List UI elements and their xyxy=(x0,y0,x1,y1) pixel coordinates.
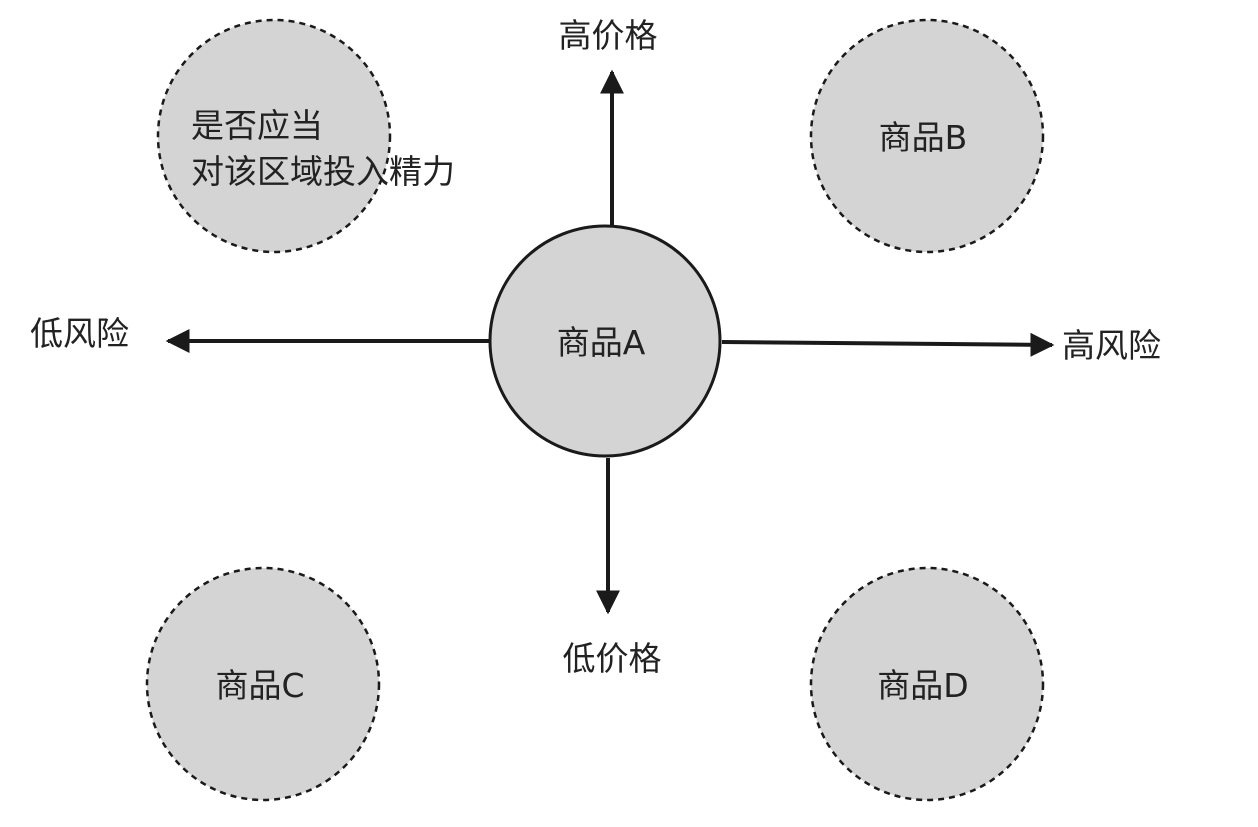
center-label-product-a: 商品A xyxy=(557,323,646,362)
axis-label-high-price: 高价格 xyxy=(559,16,658,55)
axis-label-high-risk: 高风险 xyxy=(1062,326,1161,365)
axis-arrow-right xyxy=(721,332,1055,357)
question-line-1: 是否应当 xyxy=(191,106,323,145)
axis-label-low-risk: 低风险 xyxy=(30,314,129,353)
axis-label-low-price: 低价格 xyxy=(563,639,662,678)
quadrant-circle-top-left xyxy=(156,18,392,254)
question-line-2: 对该区域投入精力 xyxy=(191,152,455,191)
label-product-d: 商品D xyxy=(877,666,968,705)
quadrant-circle-product-c xyxy=(145,566,381,802)
center-circle-product-a xyxy=(488,224,722,458)
label-product-c: 商品C xyxy=(215,666,304,705)
label-product-b: 商品B xyxy=(879,118,968,157)
quadrant-circle-product-b xyxy=(809,18,1045,254)
quadrant-circle-product-d xyxy=(809,566,1045,802)
